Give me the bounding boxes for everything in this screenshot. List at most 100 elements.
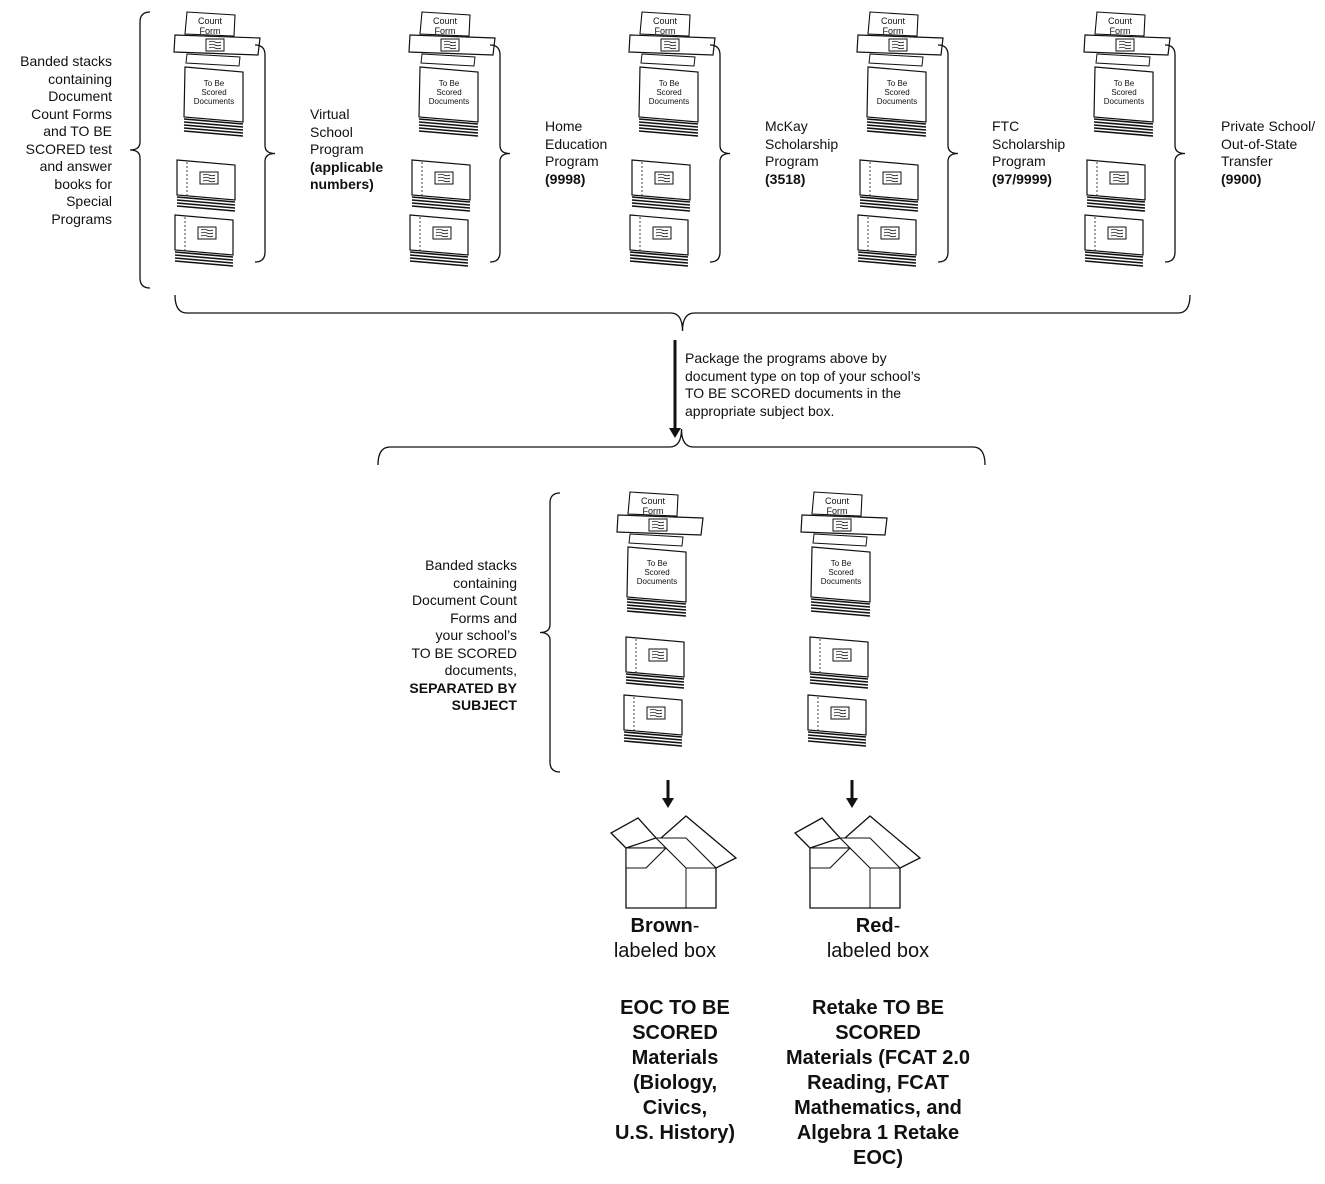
bottom-left-line: documents, [444, 662, 517, 678]
box-materials-brown: EOC TO BE SCORED Materials (Biology, Civ… [590, 996, 760, 1146]
bottom-left-description: Banded stacks containing Document Count … [395, 557, 517, 715]
program-line: Program [310, 141, 364, 157]
program-code: (97/9999) [992, 170, 1052, 187]
program-label-virtual-school: Virtual School Program (applicable numbe… [310, 106, 383, 194]
program-line: Out-of-State [1221, 135, 1298, 152]
box-arrow-0-head [662, 798, 674, 808]
top-left-line: Banded stacks [20, 53, 112, 69]
count-form-card [867, 11, 919, 37]
bottom-answer-stack-a-1 [809, 636, 869, 689]
doc-label-text: To Be [831, 559, 852, 568]
program-line: Education [545, 135, 608, 152]
materials-line: Retake TO BE [812, 997, 944, 1019]
doc-label-text: Form [827, 506, 848, 516]
bottom-answer-stack-b-1 [807, 694, 867, 747]
top-answer-stack-b-1 [409, 214, 469, 267]
doc-label-text: Documents [877, 97, 917, 106]
count-form-card [184, 11, 236, 37]
box-labeled-text: labeled box [826, 940, 930, 962]
doc-label-text: To Be [887, 79, 908, 88]
materials-line: Civics, [642, 1097, 708, 1119]
program-brace-2 [709, 44, 731, 263]
top-answer-stack-b-4 [1084, 214, 1144, 267]
program-line: Virtual [310, 106, 350, 122]
doc-label-text: Documents [194, 97, 234, 106]
bottom-left-brace [539, 492, 561, 773]
top-answer-stack-a-0 [176, 159, 236, 212]
top-left-description: Banded stacks containing Document Count … [4, 53, 112, 228]
bottom-answer-stack-b-0 [623, 694, 683, 747]
top-left-line: Programs [51, 210, 112, 227]
program-line: Home [545, 118, 583, 134]
materials-line: U.S. History) [614, 1122, 736, 1144]
note-line: Package the programs above by [685, 350, 887, 366]
doc-label-text: Form [883, 26, 904, 36]
doc-label-text: Documents [429, 97, 469, 106]
program-label-home-education: Home Education Program (9998) [545, 118, 607, 188]
top-left-line: Count Forms [31, 105, 112, 122]
program-code: numbers) [310, 176, 374, 192]
bottom-answer-stack-a-0 [625, 636, 685, 689]
box-color-line: Red- [793, 914, 963, 939]
program-brace-0 [254, 44, 276, 263]
count-form-card [419, 11, 471, 37]
doc-label-text: Scored [1111, 88, 1136, 97]
box-flap-left [793, 817, 842, 849]
program-line: Program [992, 153, 1046, 169]
doc-label-text: To Be [204, 79, 225, 88]
note-line: TO BE SCORED documents in the [685, 385, 902, 401]
to-be-scored-booklet [810, 546, 871, 603]
program-code: (applicable [310, 158, 384, 175]
box-color-suffix: - [692, 915, 700, 937]
box-color-line: Brown- [590, 914, 740, 939]
top-left-line: Document [48, 88, 112, 104]
to-be-scored-booklet [866, 66, 927, 123]
program-line: Private School/ [1221, 118, 1316, 134]
doc-label-text: Count [198, 16, 223, 26]
box-flap-left [609, 817, 658, 849]
box-labeled-text: labeled box [613, 940, 717, 962]
to-be-scored-booklet [638, 66, 699, 123]
program-brace-4 [1164, 44, 1186, 263]
count-form-card [639, 11, 691, 37]
top-left-line: SCORED test [25, 140, 112, 157]
to-be-scored-booklet [626, 546, 687, 603]
program-label-ftc: FTC Scholarship Program (97/9999) [992, 118, 1065, 188]
program-line: Scholarship [992, 135, 1066, 152]
doc-label-text: Documents [821, 577, 861, 586]
program-line: School [310, 123, 353, 140]
bottom-left-line: TO BE SCORED [411, 644, 517, 661]
doc-label-text: Count [1108, 16, 1133, 26]
box-color-word: Brown [630, 915, 693, 937]
top-left-line: books for [54, 175, 112, 192]
bottom-left-line: Banded stacks [425, 557, 517, 573]
program-brace-1 [489, 44, 511, 263]
doc-label-text: Count [641, 496, 666, 506]
program-line: Program [765, 153, 819, 169]
materials-line: SCORED [632, 1022, 718, 1044]
top-left-line: and answer [39, 158, 112, 174]
doc-label-text: To Be [659, 79, 680, 88]
top-left-line: and TO BE [43, 123, 112, 139]
open-box-1 [793, 815, 922, 909]
box-materials-red: Retake TO BE SCORED Materials (FCAT 2.0 … [758, 996, 998, 1171]
top-answer-stack-a-2 [631, 159, 691, 212]
box-label-red: Red- labeled box [793, 914, 963, 964]
center-down-arrow-head [669, 428, 681, 438]
materials-line: SCORED [835, 1022, 921, 1044]
count-form-card [811, 491, 863, 517]
doc-label-text: Count [433, 16, 458, 26]
top-left-line: containing [48, 70, 112, 87]
doc-label-text: Form [643, 506, 664, 516]
program-label-private-school: Private School/ Out-of-State Transfer (9… [1221, 118, 1315, 188]
doc-label-text: Documents [649, 97, 689, 106]
materials-line: Materials [631, 1047, 719, 1069]
materials-line: Mathematics, and [794, 1097, 962, 1119]
top-left-brace [129, 11, 151, 289]
program-code: (9900) [1221, 170, 1262, 187]
